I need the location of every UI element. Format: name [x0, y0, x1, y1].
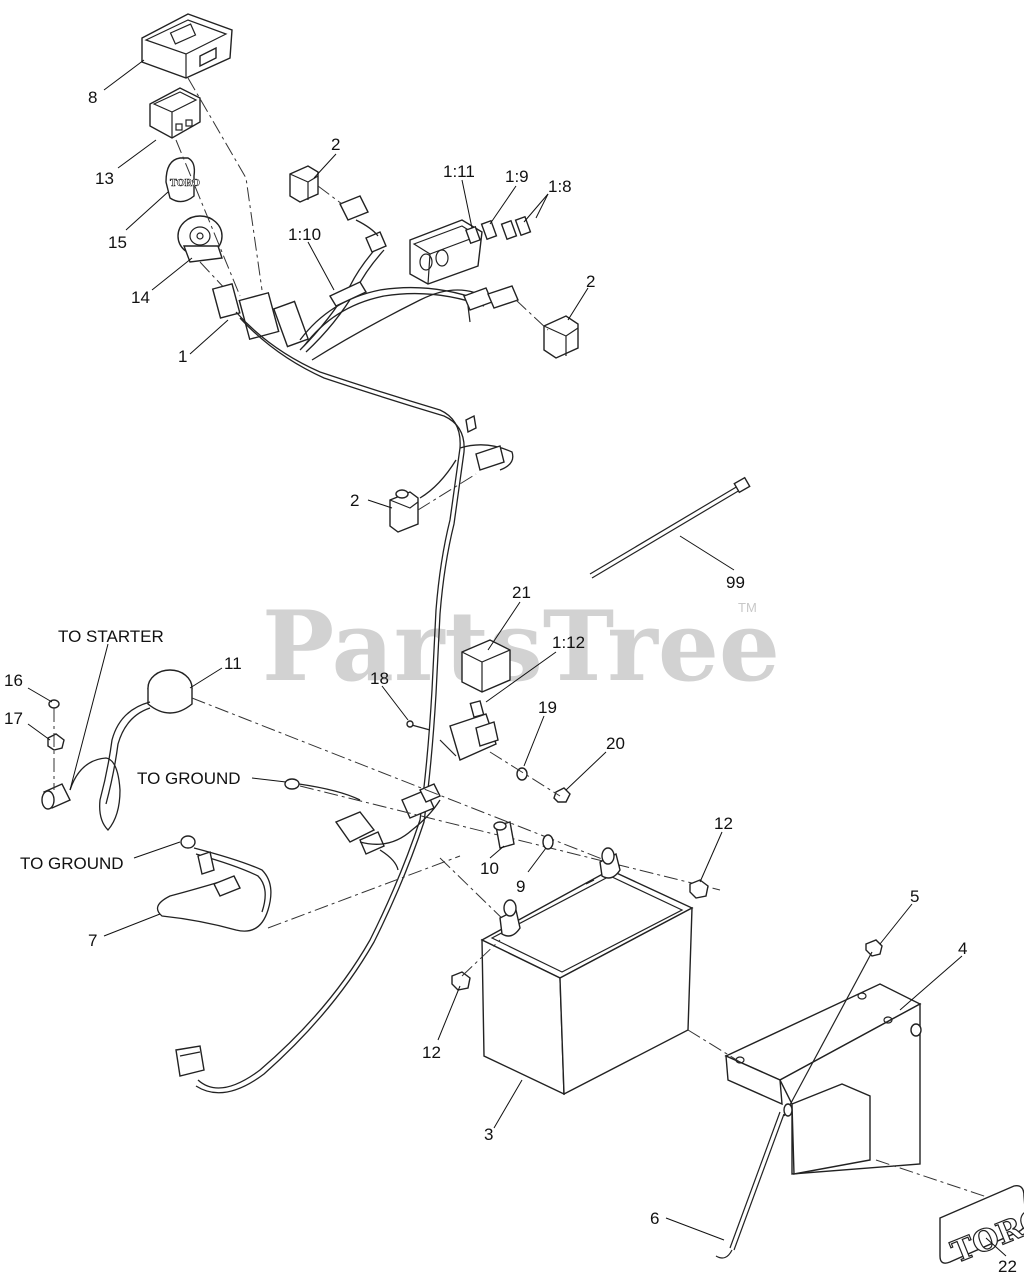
- leader-lines: [27, 59, 1007, 1257]
- assembly-line: [439, 857, 511, 927]
- harness-connectors-upper: [211, 283, 310, 348]
- callout-1-9: 1:9: [505, 167, 529, 186]
- callout-1-11: 1:11: [443, 162, 475, 181]
- callout-1-10: 1:10: [288, 225, 321, 244]
- callout-22: 22: [998, 1257, 1017, 1276]
- ground-wire: [284, 778, 361, 801]
- callout-8: 8: [88, 88, 97, 107]
- relay: [461, 639, 511, 693]
- seat-switch-right: [515, 299, 579, 359]
- cable-tie: [589, 476, 751, 579]
- callout-13: 13: [95, 169, 114, 188]
- assembly-line: [191, 697, 621, 867]
- label-to-ground-upper: TO GROUND: [137, 769, 241, 788]
- nut-12-left: [451, 971, 471, 991]
- callout-2-right: 2: [586, 272, 595, 291]
- inline-fuse-holder: [329, 281, 367, 307]
- harness-end-connector: [175, 1045, 205, 1077]
- callout-3: 3: [484, 1125, 493, 1144]
- callout-6: 6: [650, 1209, 659, 1228]
- battery-tray: [724, 983, 922, 1175]
- toro-decal: TORO: [939, 1185, 1024, 1271]
- label-to-ground-lower: TO GROUND: [20, 854, 124, 873]
- connector-top: [339, 195, 387, 253]
- hold-down-rod: [715, 951, 873, 1259]
- hex-nut: [47, 733, 65, 751]
- assembly-line: [175, 139, 241, 297]
- key-tag: TORO: [165, 157, 200, 203]
- key-tag-logo: TORO: [170, 179, 200, 189]
- assembly-line: [187, 77, 263, 291]
- nut: [553, 787, 571, 803]
- watermark: PartsTree: [262, 590, 780, 703]
- assembly-line: [267, 855, 461, 929]
- connector-right: [463, 285, 519, 323]
- washer-9: [542, 834, 554, 850]
- brake-switch: [389, 473, 477, 533]
- bolt-10-head: [493, 821, 507, 831]
- assembly-line: [875, 1159, 991, 1199]
- callout-20: 20: [606, 734, 625, 753]
- callout-12-right: 12: [714, 814, 733, 833]
- callout-7: 7: [88, 931, 97, 950]
- starter-boot: [147, 669, 193, 714]
- rocker-switch: [149, 87, 201, 139]
- assembly-line: [489, 751, 561, 797]
- hour-meter: [141, 13, 233, 79]
- callout-10: 10: [480, 859, 499, 878]
- nut-12-right: [689, 879, 709, 899]
- callout-14: 14: [131, 288, 150, 307]
- harness-connectors-lower: [334, 783, 441, 871]
- callout-1-12: 1:12: [552, 633, 585, 652]
- hold-down-nut: [865, 939, 883, 957]
- callout-18: 18: [370, 669, 389, 688]
- callout-15: 15: [108, 233, 127, 252]
- callout-9: 9: [516, 877, 525, 896]
- callout-21: 21: [512, 583, 531, 602]
- assembly-line: [687, 1029, 741, 1063]
- connector-mid: [465, 414, 505, 471]
- callout-99: 99: [726, 573, 745, 592]
- callout-5: 5: [910, 887, 919, 906]
- watermark-trademark: TM: [738, 600, 757, 615]
- ignition-switch: [177, 215, 223, 263]
- bolt-head: [406, 720, 414, 728]
- callout-16: 16: [4, 671, 23, 690]
- callout-19: 19: [538, 698, 557, 717]
- relay-socket: [439, 700, 499, 761]
- callout-2-mid: 2: [350, 491, 359, 510]
- callout-12-left: 12: [422, 1043, 441, 1062]
- callout-1: 1: [178, 347, 187, 366]
- fuses: [465, 215, 532, 245]
- callout-1-8: 1:8: [548, 177, 572, 196]
- assembly-line: [299, 785, 721, 891]
- assembly-line: [461, 939, 501, 977]
- battery: [480, 847, 694, 1096]
- callout-4: 4: [958, 939, 967, 958]
- battery-cable: [156, 835, 272, 932]
- callout-17: 17: [4, 709, 23, 728]
- starter-cable: [41, 701, 151, 831]
- label-to-starter: TO STARTER: [58, 627, 164, 646]
- seat-switch-upper: [289, 165, 343, 205]
- callout-2-upper: 2: [331, 135, 340, 154]
- callout-11: 11: [224, 654, 242, 673]
